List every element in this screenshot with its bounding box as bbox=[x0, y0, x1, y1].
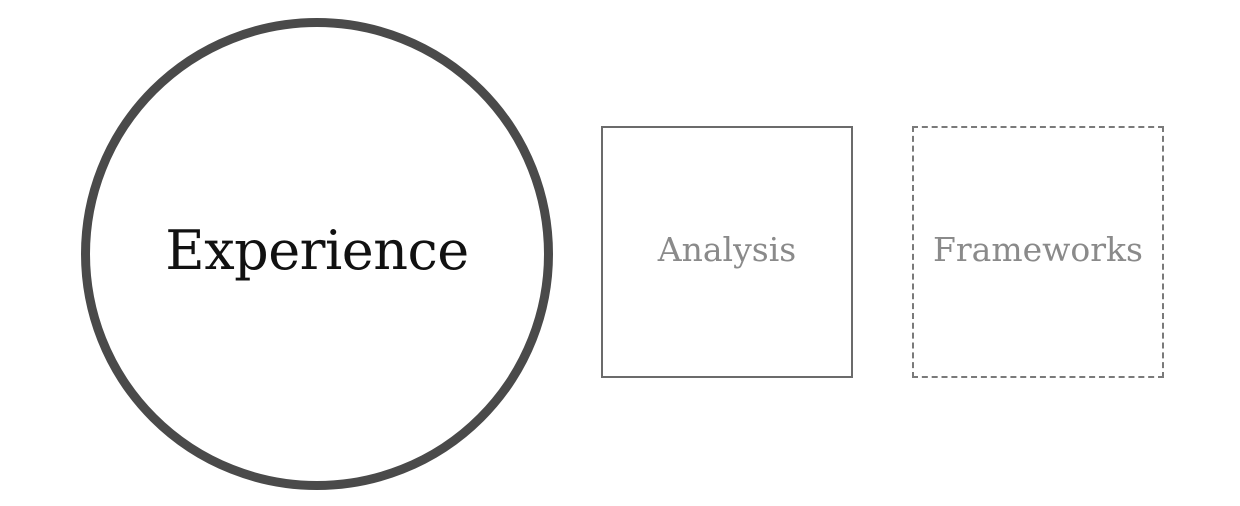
analysis-label: Analysis bbox=[657, 229, 797, 269]
frameworks-label: Frameworks bbox=[933, 229, 1143, 269]
experience-circle: Experience bbox=[81, 18, 553, 490]
frameworks-box: Frameworks bbox=[912, 126, 1164, 378]
analysis-box: Analysis bbox=[601, 126, 853, 378]
experience-label: Experience bbox=[165, 218, 469, 282]
